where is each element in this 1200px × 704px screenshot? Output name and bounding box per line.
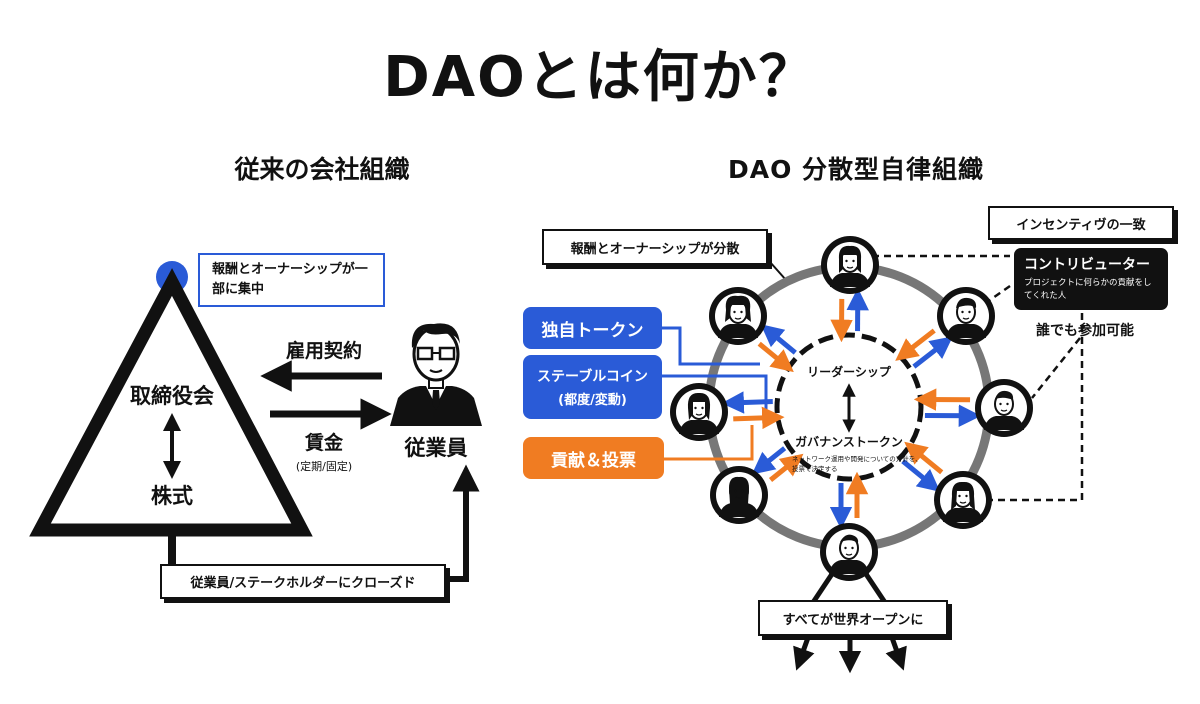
contributor-title: コントリビューター — [1024, 257, 1150, 273]
open-note: すべてが世界オープンに — [758, 600, 948, 636]
contributor-connector-bottom — [986, 290, 1084, 502]
member-avatar — [709, 287, 767, 345]
stablecoin-sub: (都度/変動) — [558, 393, 627, 408]
contribution-flow-arrow — [768, 453, 804, 482]
left-heading: 従来の会社組織 — [234, 155, 410, 184]
shares-label: 株式 — [151, 484, 193, 508]
member-avatars — [670, 236, 1033, 581]
gov-token-desc: ネットワーク運用や開発についての方針を、投票で決定する — [792, 455, 922, 473]
employment-label: 雇用契約 — [285, 340, 362, 362]
contributor-desc: プロジェクトに何らかの貢献をしてくれた人 — [1024, 278, 1152, 301]
reward-flow-arrow — [721, 391, 773, 414]
page-title: DAOとは何か？ — [383, 45, 817, 110]
member-avatar — [820, 523, 878, 581]
closed-return-arrow — [446, 464, 480, 582]
anyone-note: 誰でも参加可能 — [1036, 323, 1134, 339]
contribution-flow-arrow — [757, 341, 794, 373]
token-pill: 独自トークン — [523, 307, 662, 349]
distributed-pointer — [769, 261, 787, 281]
token-connector — [662, 326, 760, 366]
open-fan-arrows — [793, 572, 907, 674]
member-avatar — [934, 471, 992, 529]
contributor-connector-lower — [1031, 337, 1081, 399]
flow-arrows — [721, 287, 982, 530]
member-avatar — [670, 383, 728, 441]
contributor-card: コントリビューター プロジェクトに何らかの貢献をしてくれた人 — [1014, 248, 1168, 310]
company-triangle — [29, 268, 313, 537]
employee-icon — [390, 323, 482, 426]
contribution-flow-arrow — [895, 328, 936, 361]
member-avatar — [937, 287, 995, 345]
closed-note: 従業員/ステークホルダーにクローズド — [160, 564, 446, 599]
stablecoin-connector — [662, 374, 768, 410]
contribution-flow-arrow — [904, 441, 944, 475]
reward-flow-arrow — [751, 446, 787, 475]
contribution-flow-arrow — [733, 406, 785, 430]
member-avatar — [710, 466, 768, 524]
reward-flow-arrow — [901, 459, 941, 492]
wage-note: (定期/固定) — [295, 460, 353, 473]
member-avatar — [975, 379, 1033, 437]
distributed-note: 報酬とオーナーシップが分散 — [542, 229, 768, 265]
employee-label: 従業員 — [404, 436, 468, 460]
reward-flow-arrow — [912, 336, 953, 369]
stablecoin-label: ステーブルコイン — [537, 369, 648, 385]
right-heading: DAO 分散型自律組織 — [727, 155, 985, 184]
contributor-connector-mid — [989, 284, 1011, 302]
incentive-note: インセンティヴの一致 — [988, 206, 1174, 240]
member-avatar — [821, 236, 879, 294]
gov-token-label: ガバナンストークン — [795, 435, 903, 449]
board-label: 取締役会 — [130, 384, 214, 408]
vote-pill: 貢献＆投票 — [523, 437, 664, 479]
stablecoin-pill: ステーブルコイン (都度/変動) — [523, 355, 662, 419]
leadership-label: リーダーシップ — [807, 365, 891, 379]
concentration-note: 報酬とオーナーシップが一部に集中 — [198, 253, 385, 307]
wage-label: 賃金 — [304, 432, 343, 454]
reward-flow-arrow — [760, 324, 797, 355]
